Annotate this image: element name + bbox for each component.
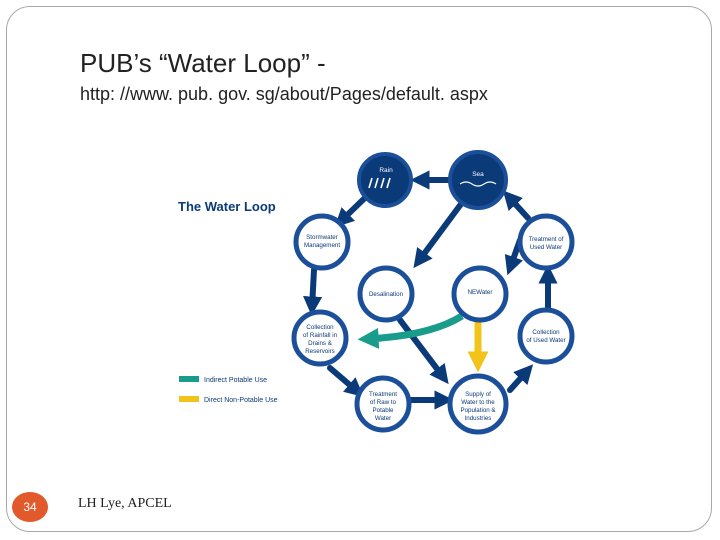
node-treatment-raw-water: Treatment of Raw to Potable Water (354, 375, 412, 433)
arrow-stormwater-to-collection (303, 267, 323, 316)
rain-icon (368, 177, 391, 189)
svg-text:of Used Water: of Used Water (526, 337, 565, 344)
svg-text:Treatment: Treatment (369, 391, 397, 398)
legend: Indirect Potable Use Direct Non-Potable … (179, 376, 278, 404)
legend-swatch-indirect (179, 376, 199, 382)
slide-title: PUB’s “Water Loop” - (80, 48, 326, 78)
svg-text:Reservoirs: Reservoirs (305, 348, 335, 355)
svg-text:Used Water: Used Water (530, 244, 562, 251)
diagram-title: The Water Loop (178, 199, 276, 214)
svg-text:Treatment of: Treatment of (529, 236, 564, 243)
node-sea-label: Sea (472, 171, 484, 178)
legend-label-indirect: Indirect Potable Use (204, 377, 267, 384)
svg-text:Management: Management (304, 242, 340, 249)
node-rain: Rain (357, 152, 413, 208)
node-collection-used-water: Collection of Used Water (517, 307, 575, 365)
svg-text:NEWater: NEWater (468, 289, 493, 296)
arrow-desalination-to-supply (397, 317, 449, 385)
svg-text:Stormwater: Stormwater (306, 234, 338, 241)
svg-text:of Raw to: of Raw to (370, 399, 397, 406)
node-newater: NEWater (451, 265, 509, 323)
legend-swatch-direct (179, 396, 199, 402)
footer-credit: LH Lye, APCEL (78, 496, 172, 511)
water-loop-diagram: The Water Loop Rain Sea Stormwater Manag… (178, 150, 575, 435)
node-supply-water: Supply of Water to the Population & Indu… (447, 373, 509, 435)
arrow-treatment-to-sea (502, 190, 531, 221)
arrow-supply-to-collection-used (507, 364, 534, 393)
slide-frame (6, 6, 712, 532)
node-rain-label: Rain (379, 167, 393, 174)
arrow-collection-to-treatment (327, 365, 364, 397)
svg-text:Supply of: Supply of (465, 391, 491, 398)
source-url: http: //www. pub. gov. sg/about/Pages/de… (80, 84, 488, 104)
svg-text:Potable: Potable (373, 407, 395, 414)
svg-text:Collection: Collection (306, 324, 334, 331)
loop-arrows (303, 170, 558, 410)
slide-number-badge: 34 (12, 492, 48, 522)
node-treatment-used-water: Treatment of Used Water (517, 213, 575, 271)
svg-text:of Rainfall in: of Rainfall in (303, 332, 338, 339)
arrow-sea-to-desalination (413, 197, 467, 269)
sea-wave-icon (459, 181, 497, 187)
svg-text:Water: Water (375, 415, 391, 422)
svg-text:Industries: Industries (465, 415, 492, 422)
node-collection-rainfall: Collection of Rainfall in Drains & Reser… (291, 309, 349, 367)
svg-text:Population &: Population & (460, 407, 496, 414)
svg-text:Desalination: Desalination (369, 291, 404, 298)
legend-label-direct: Direct Non-Potable Use (204, 397, 278, 404)
svg-text:Drains &: Drains & (308, 340, 333, 347)
node-sea: Sea (448, 150, 508, 210)
svg-text:Collection: Collection (532, 329, 560, 336)
node-stormwater: Stormwater Management (293, 213, 351, 271)
node-desalination: Desalination (357, 265, 415, 323)
svg-text:Water to the: Water to the (461, 399, 495, 406)
indirect-potable-arrow (357, 313, 464, 349)
